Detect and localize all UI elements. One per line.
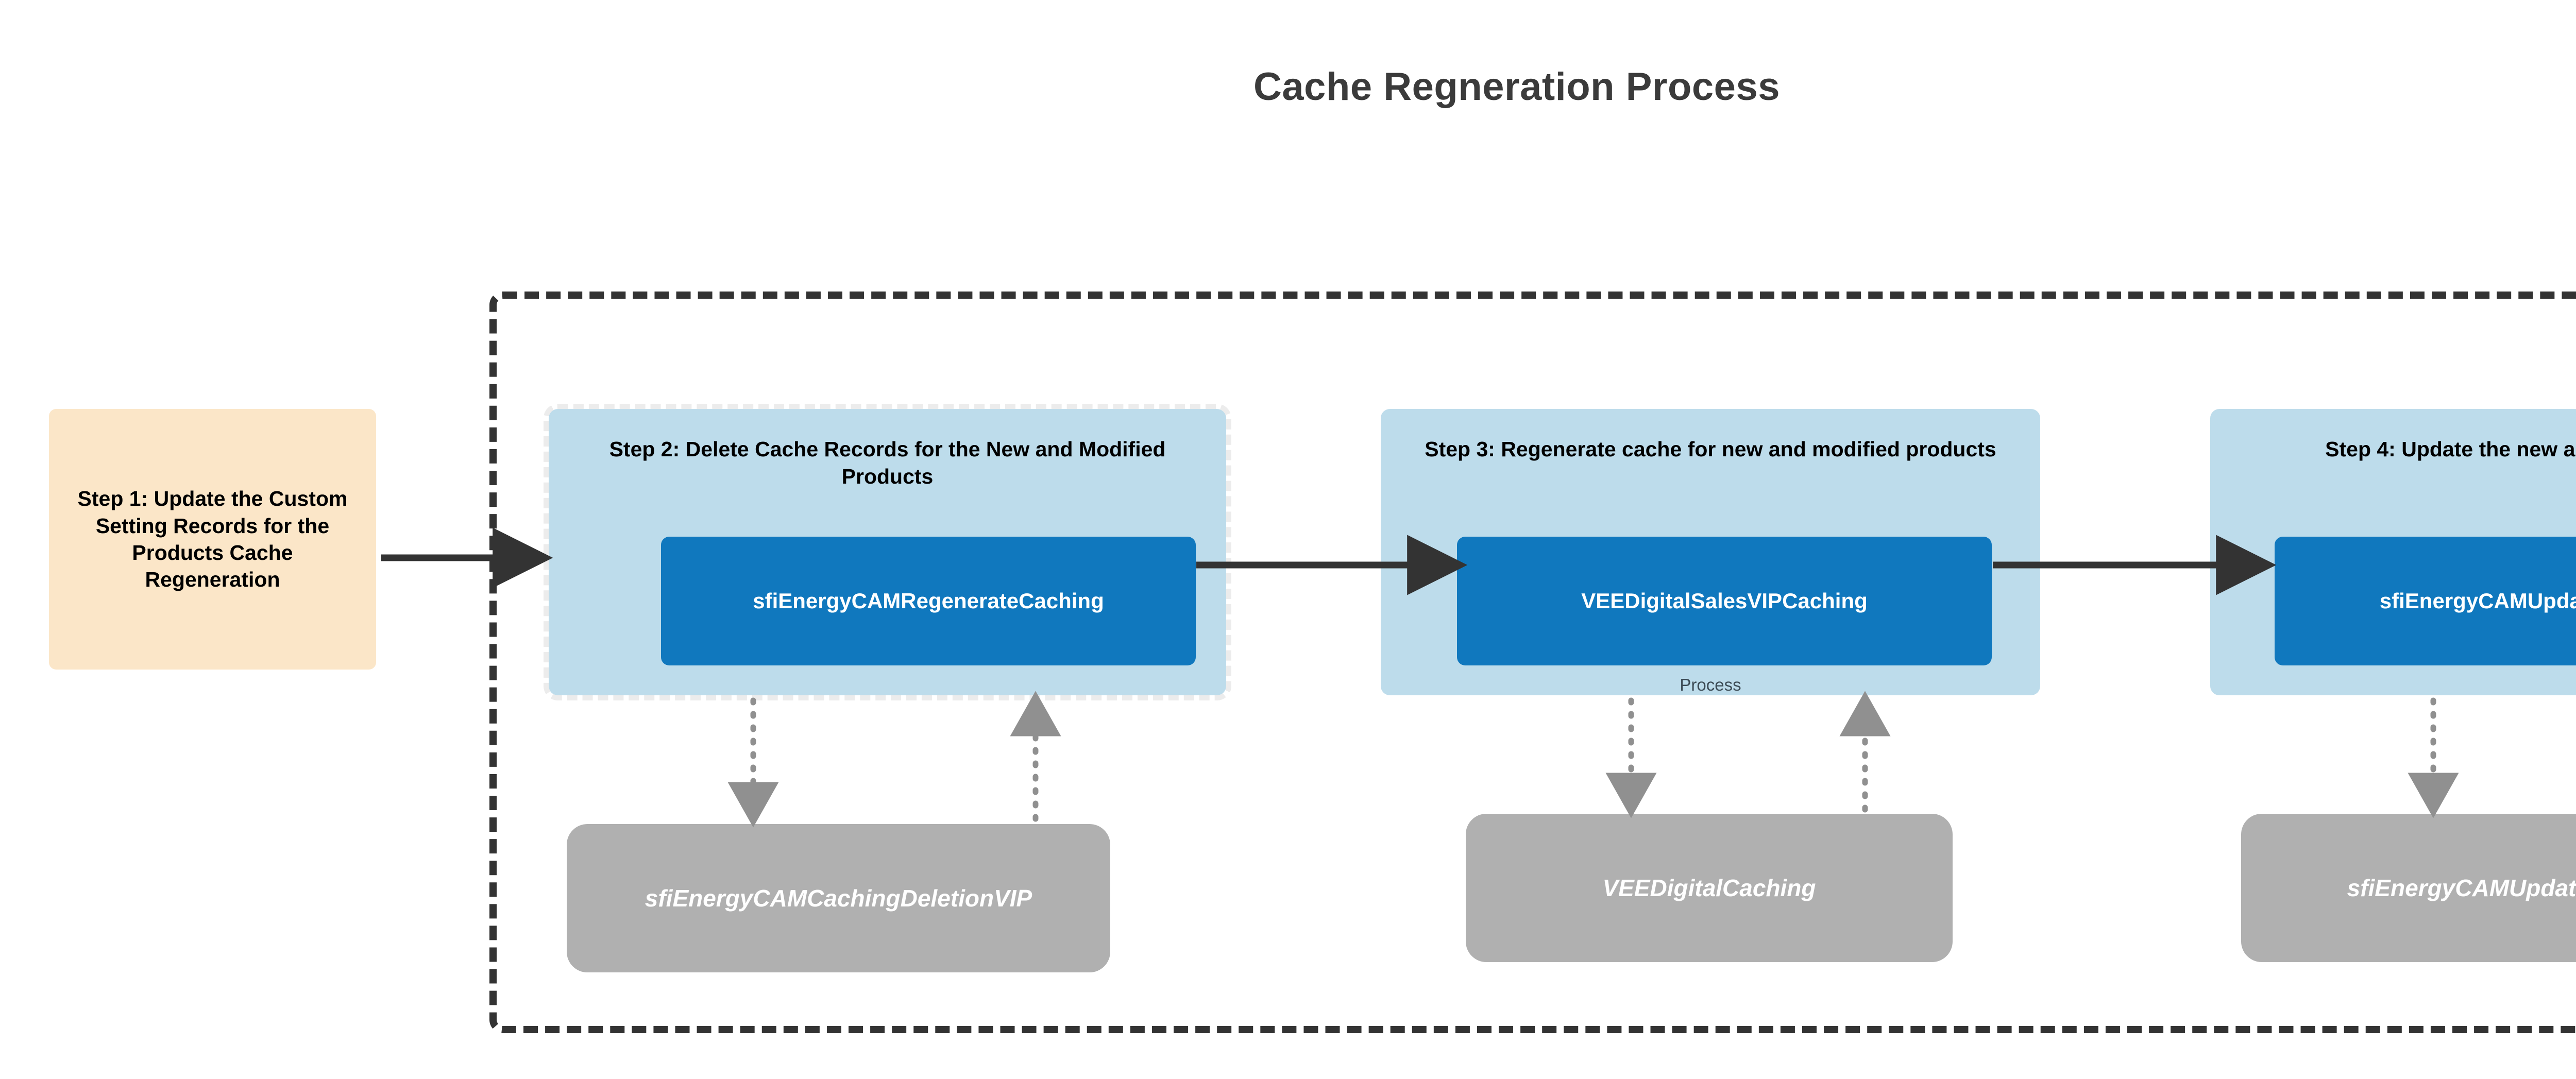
process-boundary-container [489,292,2576,1033]
integration-procedure-label: sfiEnergyCAMCachingDeletionVIP [645,885,1032,912]
step-4-title: Step 4: Update the new and modified prod… [2325,437,2576,461]
step-3-panel: Step 3: Regenerate cache for new and mod… [1381,409,2040,695]
integration-procedure-label: VEEDigitalCaching [1602,875,1816,901]
scheduled-job-label: sfiEnergyCAMUpdateModifiedProductsStatus [2379,589,2576,613]
integration-procedure-box-vee-digital-caching[interactable]: VEEDigitalCaching [1466,814,1953,962]
scheduled-job-box-vee-digital-sales-vip-caching[interactable]: VEEDigitalSalesVIPCaching [1457,537,1992,665]
step-1-box: Step 1: Update the Custom Setting Record… [49,409,376,670]
integration-procedure-box-update-modified-product-status[interactable]: sfiEnergyCAMUpdateModifiedProductStatus [2241,814,2576,962]
step-2-title: Step 2: Delete Cache Records for the New… [609,437,1166,489]
step-4-panel: Step 4: Update the new and modified prod… [2210,409,2576,695]
scheduled-job-label: VEEDigitalSalesVIPCaching [1581,589,1868,613]
step-3-sub-label: Process [1680,675,1741,694]
step-3-title: Step 3: Regenerate cache for new and mod… [1425,437,1996,461]
scheduled-job-box-regenerate-caching[interactable]: sfiEnergyCAMRegenerateCaching [661,537,1196,665]
step-1-label: Step 1: Update the Custom Setting Record… [77,487,348,592]
integration-procedure-label: sfiEnergyCAMUpdateModifiedProductStatus [2347,875,2576,901]
scheduled-job-label: sfiEnergyCAMRegenerateCaching [753,589,1104,613]
scheduled-job-box-update-modified-products-status[interactable]: sfiEnergyCAMUpdateModifiedProductsStatus [2275,537,2576,665]
page-title: Cache Regneration Process [1253,65,1780,109]
step-2-panel: Step 2: Delete Cache Records for the New… [544,404,1231,700]
integration-procedure-box-caching-deletion-vip[interactable]: sfiEnergyCAMCachingDeletionVIP [567,824,1110,972]
